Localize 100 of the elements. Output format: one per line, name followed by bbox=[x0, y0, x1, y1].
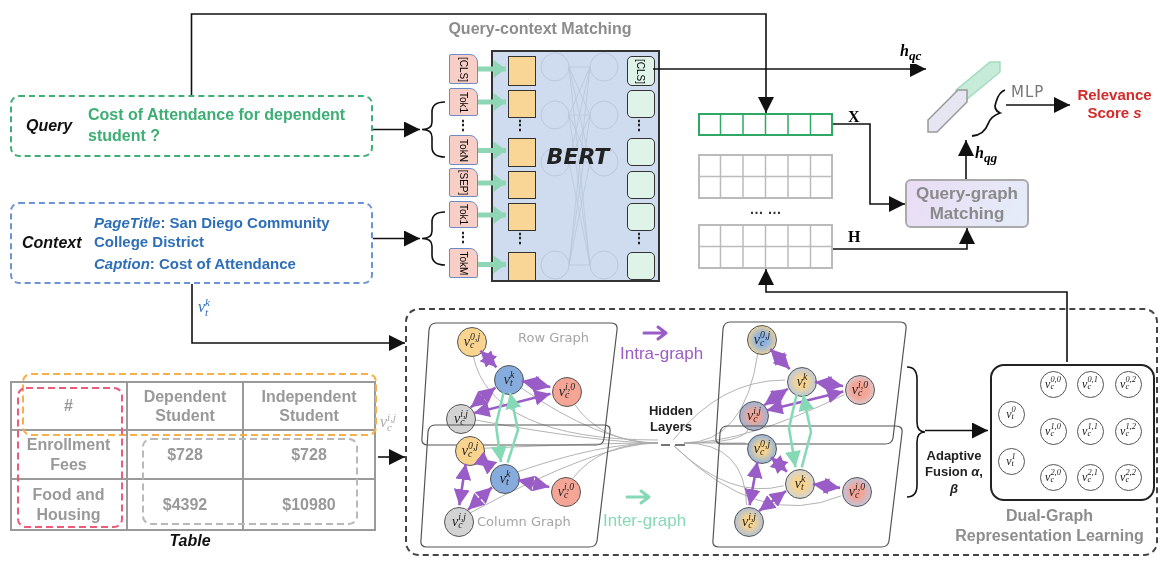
row-header: Food and Housing bbox=[31, 485, 106, 525]
matrix-label: X bbox=[848, 108, 860, 126]
edge-label: h$_{qc}$ bbox=[900, 42, 922, 64]
arrow bbox=[798, 394, 815, 468]
table-caption: Table bbox=[168, 532, 212, 550]
double-arrow bbox=[744, 461, 763, 506]
token-box: [CLS] bbox=[449, 54, 478, 84]
concatenated-vector-drawing bbox=[926, 60, 1006, 140]
double-arrow bbox=[766, 387, 844, 415]
table-cell-text: $728 bbox=[290, 444, 328, 465]
token-box: Tok1 bbox=[449, 201, 478, 228]
context-field: Caption: Cost of Attendance bbox=[94, 253, 364, 274]
arrow bbox=[924, 422, 989, 439]
embedding-arrow bbox=[478, 206, 506, 224]
edge-label: h$_{qg}$ bbox=[975, 144, 998, 166]
context-label: Context bbox=[22, 234, 83, 252]
arrow bbox=[832, 227, 975, 250]
column-header: Dependent Student bbox=[142, 386, 228, 426]
embedding-arrow bbox=[478, 141, 506, 160]
arrow bbox=[490, 392, 507, 463]
double-arrow bbox=[473, 389, 551, 418]
double-arrow bbox=[453, 463, 472, 506]
arrow bbox=[832, 123, 906, 212]
legend-label: Inter-graph bbox=[603, 511, 687, 531]
output-embedding-box bbox=[627, 90, 655, 118]
model-label: BERT bbox=[545, 144, 612, 169]
ellipsis: … … bbox=[748, 201, 783, 217]
table-cell-text: $728 bbox=[166, 444, 204, 465]
context-box bbox=[10, 202, 373, 284]
token-box: TokN bbox=[449, 135, 478, 165]
double-arrow bbox=[758, 489, 787, 513]
token-box: Tok1 bbox=[449, 88, 478, 116]
token-box: [SEP] bbox=[449, 168, 478, 197]
double-arrow bbox=[812, 477, 841, 495]
graph-plane bbox=[711, 425, 904, 548]
arrow bbox=[1005, 97, 1071, 113]
arrow bbox=[377, 449, 406, 465]
matching-box: Query-graph Matching bbox=[905, 179, 1029, 228]
legend-label: Intra-graph bbox=[620, 344, 704, 364]
query-text: Cost of Attendance for dependent student ? bbox=[88, 105, 347, 146]
embedding-arrow bbox=[478, 93, 506, 111]
ellipsis: ⋮ bbox=[512, 117, 528, 135]
embedding-box bbox=[508, 203, 536, 231]
table-cell-text: $10980 bbox=[281, 494, 337, 515]
double-arrow bbox=[517, 475, 550, 492]
embedding-arrow bbox=[478, 60, 506, 78]
arrow bbox=[785, 394, 801, 468]
connection-line bbox=[673, 445, 842, 506]
embedding-arrow bbox=[478, 174, 506, 192]
graph-title: Column Graph bbox=[477, 514, 572, 529]
output-embedding-box bbox=[627, 252, 655, 280]
query-vector-row bbox=[698, 113, 833, 136]
double-arrow bbox=[467, 486, 493, 511]
query-label: Query bbox=[26, 117, 74, 135]
relevance-score-label: Relevance Score s bbox=[1070, 86, 1159, 124]
row-header: Enrollment Fees bbox=[25, 435, 112, 475]
node-set-box bbox=[990, 364, 1155, 501]
curly-brace bbox=[905, 365, 927, 499]
query-box bbox=[10, 95, 373, 157]
table-cell-text: $4392 bbox=[161, 494, 209, 515]
double-arrow bbox=[521, 375, 551, 393]
section-title: Dual-Graph Representation Learning bbox=[954, 506, 1145, 546]
connection-line bbox=[683, 442, 748, 506]
connection-line bbox=[672, 379, 786, 441]
output-embedding-box bbox=[627, 138, 655, 166]
embedding-box bbox=[508, 90, 536, 118]
double-arrow bbox=[469, 386, 497, 409]
output-embedding-box bbox=[627, 203, 655, 231]
node-embedding-matrix bbox=[698, 154, 833, 269]
context-field: PageTitle: San Diego Community College District bbox=[94, 212, 364, 252]
arrow bbox=[372, 121, 421, 138]
embedding-box bbox=[508, 138, 536, 167]
column-header: # bbox=[63, 396, 74, 417]
double-arrow bbox=[769, 348, 791, 370]
arrow bbox=[758, 268, 1068, 363]
double-arrow bbox=[769, 455, 789, 474]
ellipsis: ⋮ bbox=[631, 230, 647, 248]
hidden-layer-dashes bbox=[660, 442, 686, 448]
embedding-box bbox=[508, 56, 536, 86]
column-header: Independent Student bbox=[260, 386, 358, 426]
double-arrow bbox=[479, 349, 498, 369]
fusion-label: Adaptive Fusion α, β bbox=[924, 448, 984, 497]
embedding-box bbox=[508, 252, 536, 281]
double-arrow bbox=[814, 375, 844, 393]
double-arrow bbox=[473, 451, 498, 475]
ellipsis: ⋮ bbox=[455, 229, 471, 247]
double-arrow bbox=[763, 387, 789, 407]
matrix-label: H bbox=[848, 228, 861, 246]
embedding-arrow bbox=[478, 255, 506, 274]
ellipsis: ⋮ bbox=[631, 117, 647, 135]
ellipsis: ⋮ bbox=[512, 230, 528, 248]
arrow bbox=[372, 230, 421, 247]
token-box: TokM bbox=[449, 248, 478, 278]
dashed-container bbox=[405, 308, 1158, 556]
arrow bbox=[191, 283, 406, 351]
output-embedding-box bbox=[627, 171, 655, 199]
curly-brace bbox=[420, 210, 446, 267]
section-title: Query-context Matching bbox=[447, 20, 633, 38]
arrow bbox=[505, 392, 522, 464]
graph-title: Row Graph bbox=[518, 330, 591, 345]
